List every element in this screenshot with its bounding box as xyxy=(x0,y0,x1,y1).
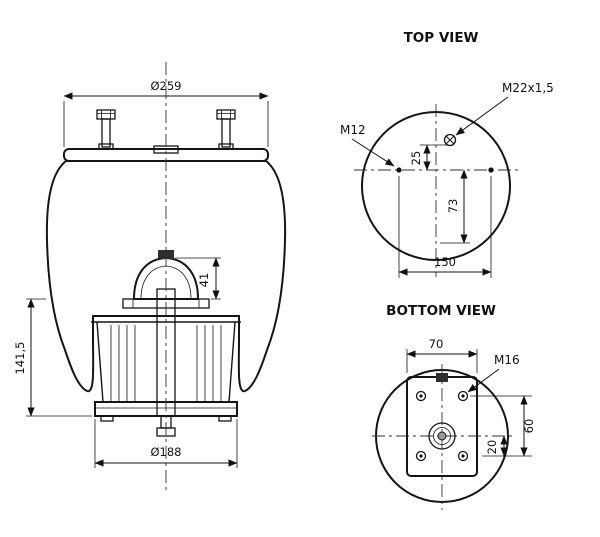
stud-dot-right xyxy=(488,167,494,173)
dim-fitting-offset: 25 xyxy=(409,144,448,171)
dim-piston-height-label: 141,5 xyxy=(13,342,27,375)
m12-leader-line xyxy=(351,138,395,167)
mounting-bolt-right xyxy=(216,109,236,150)
m16-label: M16 xyxy=(494,353,520,367)
boss-mid-circle xyxy=(433,427,451,445)
bellows-outline xyxy=(45,160,287,393)
top-view-title: TOP VIEW xyxy=(404,30,479,46)
stud-hole xyxy=(415,450,427,462)
fitting-circle xyxy=(443,133,457,147)
stud-hole-center xyxy=(419,394,423,398)
stud-hole xyxy=(457,390,469,402)
dim-stud-spacing-x-label: 70 xyxy=(429,337,444,351)
m16-leader-line xyxy=(467,368,500,393)
m22-label: M22x1,5 xyxy=(502,81,554,95)
dim-stud-spacing: 150 xyxy=(398,176,492,278)
dim-bumper-height: 41 xyxy=(175,257,221,300)
piston-wall-left xyxy=(96,321,104,403)
stud-hole-center xyxy=(461,454,465,458)
plate-tab xyxy=(436,373,448,382)
piston-skirt-lines xyxy=(110,325,222,401)
stud-hole-center xyxy=(461,394,465,398)
bolt-head xyxy=(216,109,236,120)
dim-bottom-diameter-label: Ø188 xyxy=(150,445,181,459)
dim-stud-spacing-y-label: 60 xyxy=(522,419,536,434)
fitting-cross-line xyxy=(445,135,455,145)
bolt-shaft xyxy=(221,118,231,148)
bottom-plate-foot-left xyxy=(100,415,114,422)
boss-outer-circle xyxy=(428,422,456,450)
dim-stud-spacing-label: 150 xyxy=(434,255,456,269)
bolt-shaft xyxy=(101,118,111,148)
air-fitting-symbol xyxy=(443,133,457,147)
stud-hole-center xyxy=(419,454,423,458)
stud-hole xyxy=(415,390,427,402)
piston-wall-right xyxy=(228,321,236,403)
dim-fitting-distance-label: 73 xyxy=(446,199,460,214)
dim-fitting-offset-label: 25 xyxy=(409,151,423,166)
stud-holes xyxy=(415,390,469,462)
bolt-head xyxy=(96,109,116,120)
dim-bumper-height-label: 41 xyxy=(197,273,211,288)
dim-stud-spacing-y: 60 xyxy=(470,395,536,457)
dim-center-offset-label: 20 xyxy=(485,440,499,455)
dim-center-offset: 20 xyxy=(485,435,508,457)
bottom-view-title: BOTTOM VIEW xyxy=(386,303,496,319)
bottom-plate-foot-right xyxy=(218,415,232,422)
side-view-section: Ø259 xyxy=(13,62,287,492)
stud-dot-left xyxy=(396,167,402,173)
stud-hole xyxy=(457,450,469,462)
boss-inner-circle xyxy=(437,431,447,441)
bottom-view-section: BOTTOM VIEW 70 xyxy=(372,303,536,510)
m22-leader-line xyxy=(455,96,509,136)
top-view-section: TOP VIEW M12 M22x1,5 25 73 xyxy=(340,30,554,278)
dim-stud-spacing-x: 70 xyxy=(406,337,478,373)
dim-piston-height: 141,5 xyxy=(13,298,92,417)
dim-bottom-diameter: Ø188 xyxy=(94,419,238,468)
mounting-bolt-left xyxy=(96,109,116,150)
m12-label: M12 xyxy=(340,123,366,137)
center-boss xyxy=(428,422,456,450)
dim-fitting-distance: 73 xyxy=(440,169,470,244)
